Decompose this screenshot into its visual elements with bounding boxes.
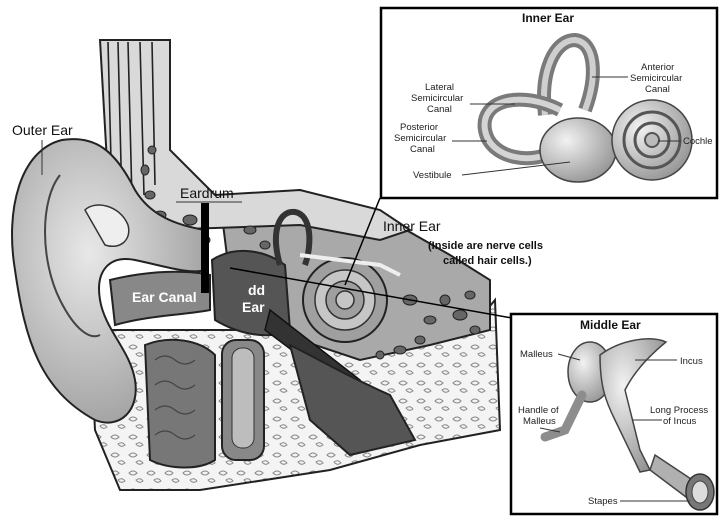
label-middle-ear-1: dd xyxy=(248,282,265,298)
inset-long-process-label-2: of Incus xyxy=(663,416,697,427)
inset-anterior-label-2: Semicircular xyxy=(630,73,682,84)
label-inner-ear: Inner Ear xyxy=(383,218,441,234)
inset-handle-label-1: Handle of xyxy=(518,405,559,416)
middle-ear-inset-title: Middle Ear xyxy=(580,318,641,332)
inset-stapes-label: Stapes xyxy=(588,496,618,507)
inset-anterior-label-1: Anterior xyxy=(641,62,674,73)
label-inner-ear-note-1: (Inside are nerve cells xyxy=(428,240,543,252)
main-cochlea xyxy=(303,258,387,342)
inset-lateral-label-2: Semicircular xyxy=(411,93,463,104)
middle-ear-inset: Middle Ear Malleus Incus Handle of Malle… xyxy=(511,314,717,514)
inset-cochlea xyxy=(612,100,692,180)
inset-lateral-label-3: Canal xyxy=(427,104,452,115)
eardrum-marker xyxy=(201,203,209,293)
inset-anterior-label-3: Canal xyxy=(645,84,670,95)
inner-ear-inset: Inner Ear Lateral Semicircular Canal Pos… xyxy=(381,8,717,198)
inset-posterior-label-3: Canal xyxy=(410,144,435,155)
carotid-vessel xyxy=(222,340,264,460)
inset-posterior-label-1: Posterior xyxy=(400,122,438,133)
label-middle-ear-2: Ear xyxy=(242,299,265,315)
inner-ear-inset-title: Inner Ear xyxy=(522,11,574,25)
label-ear-canal: Ear Canal xyxy=(132,289,197,305)
inset-posterior-label-2: Semicircular xyxy=(394,133,446,144)
inset-long-process-label-1: Long Process xyxy=(650,405,708,416)
inset-vestibule-label: Vestibule xyxy=(413,170,452,181)
label-outer-ear: Outer Ear xyxy=(12,122,73,138)
inset-handle-label-2: Malleus xyxy=(523,416,556,427)
inset-cochlea-label: Cochle xyxy=(683,136,713,147)
inset-malleus-label: Malleus xyxy=(520,349,553,360)
label-eardrum: Eardrum xyxy=(180,185,234,201)
label-inner-ear-note-2: called hair cells.) xyxy=(443,255,532,267)
inset-incus-label: Incus xyxy=(680,356,703,367)
inset-lateral-label-1: Lateral xyxy=(425,82,454,93)
inset-vestibule xyxy=(540,118,616,182)
